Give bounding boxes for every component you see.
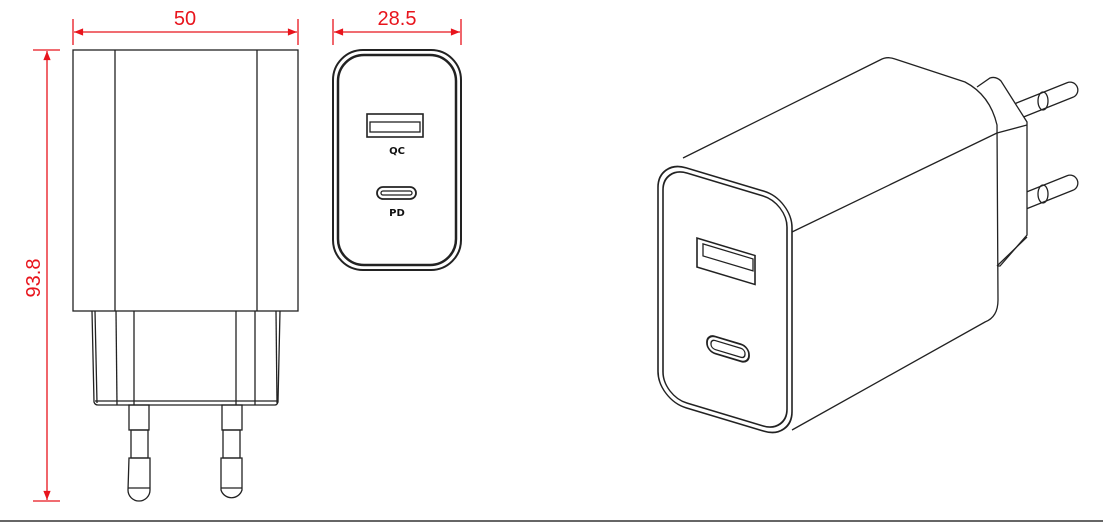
width-value: 50 (174, 8, 196, 30)
face-view: QC PD (332, 49, 462, 271)
dimension-depth: 28.5 (332, 8, 462, 45)
usb-c-port-iso (706, 335, 750, 363)
plug-pin-right (220, 404, 243, 499)
usb-a-label: QC (389, 146, 405, 157)
charger-body (72, 49, 299, 312)
usb-c-label: PD (389, 208, 405, 219)
plug-base (91, 310, 281, 406)
usb-c-port (376, 186, 417, 200)
dimension-width: 50 (72, 8, 299, 45)
plug-pin-left (127, 404, 151, 502)
isometric-view (657, 57, 1079, 434)
usb-a-port (366, 113, 424, 138)
dimension-height: 93.8 (23, 49, 60, 502)
front-view (72, 49, 299, 502)
depth-value: 28.5 (378, 8, 417, 30)
height-value: 93.8 (23, 259, 45, 298)
front-face-iso (657, 165, 793, 434)
usb-a-port-iso (696, 237, 756, 286)
plug-pins-iso (1011, 81, 1079, 212)
